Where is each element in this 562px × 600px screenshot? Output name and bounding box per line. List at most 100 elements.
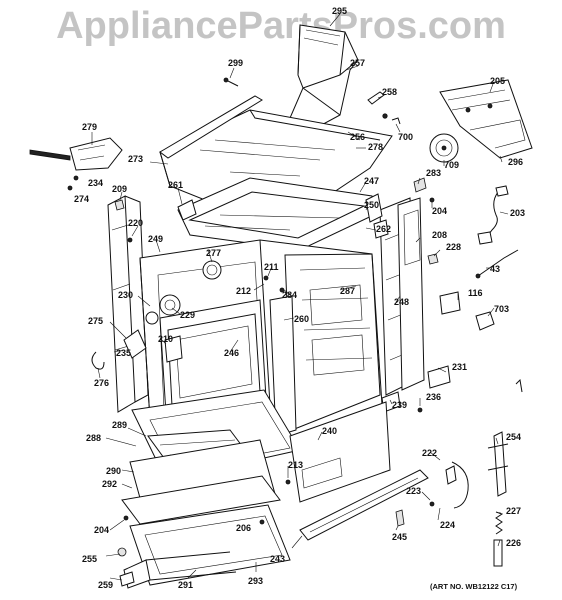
- part-label[interactable]: 226: [506, 538, 521, 548]
- harness-203[interactable]: [477, 185, 509, 245]
- clip-276[interactable]: [91, 351, 105, 370]
- port-277[interactable]: [202, 260, 222, 280]
- part-label[interactable]: 287: [340, 286, 355, 296]
- part-label[interactable]: 248: [394, 297, 409, 307]
- back-panel-205[interactable]: [439, 79, 533, 159]
- part-label[interactable]: 224: [440, 520, 455, 530]
- part-label[interactable]: 209: [112, 184, 127, 194]
- part-label[interactable]: 245: [392, 532, 407, 542]
- screw-245[interactable]: [395, 509, 405, 527]
- part-label[interactable]: 258: [382, 87, 397, 97]
- screw-236[interactable]: [417, 407, 423, 413]
- part-label[interactable]: 220: [128, 218, 143, 228]
- part-label[interactable]: 261: [168, 180, 183, 190]
- bracket-262[interactable]: [373, 219, 389, 239]
- drawer-292[interactable]: [121, 475, 281, 525]
- clip-700[interactable]: [391, 117, 401, 125]
- part-label[interactable]: 204: [432, 206, 447, 216]
- knob-275[interactable]: [123, 329, 147, 359]
- part-label[interactable]: 116: [468, 288, 483, 298]
- rail-243[interactable]: [299, 469, 429, 541]
- part-label[interactable]: 250: [364, 200, 379, 210]
- inner-top-247[interactable]: [177, 177, 381, 251]
- part-label[interactable]: 243: [270, 554, 285, 564]
- part-label[interactable]: 204: [94, 525, 109, 535]
- part-label[interactable]: 236: [426, 392, 441, 402]
- part-label[interactable]: 700: [398, 132, 413, 142]
- part-label[interactable]: 292: [102, 479, 117, 489]
- part-label[interactable]: 290: [106, 466, 121, 476]
- part-label[interactable]: 289: [112, 420, 127, 430]
- part-label[interactable]: 240: [322, 426, 337, 436]
- part-label[interactable]: 228: [446, 242, 461, 252]
- bracket-261[interactable]: [177, 199, 197, 221]
- part-label[interactable]: 284: [282, 290, 297, 300]
- part-label[interactable]: 288: [86, 433, 101, 443]
- screw-211[interactable]: [263, 275, 269, 281]
- screw-204-lower[interactable]: [123, 515, 129, 521]
- part-label[interactable]: 205: [490, 76, 505, 86]
- bracket-254[interactable]: [487, 431, 509, 497]
- block-116[interactable]: [439, 291, 461, 315]
- side-panel-left[interactable]: [107, 195, 149, 413]
- part-label[interactable]: 210: [158, 334, 173, 344]
- valve-210[interactable]: [164, 335, 183, 363]
- part-label[interactable]: 278: [368, 142, 383, 152]
- panel-208[interactable]: [397, 197, 425, 391]
- valve-279[interactable]: [29, 137, 123, 171]
- top-panel-278[interactable]: [159, 109, 393, 211]
- part-label[interactable]: 260: [294, 314, 309, 324]
- part-label[interactable]: 234: [88, 178, 103, 188]
- nut-283[interactable]: [413, 177, 427, 193]
- part-label[interactable]: 291: [178, 580, 193, 590]
- part-label[interactable]: 213: [288, 460, 303, 470]
- part-label[interactable]: 212: [236, 286, 251, 296]
- screw-223[interactable]: [429, 501, 435, 507]
- part-label[interactable]: 256: [350, 132, 365, 142]
- part-label[interactable]: 231: [452, 362, 467, 372]
- part-label[interactable]: 262: [376, 224, 391, 234]
- bracket-250[interactable]: [365, 193, 383, 223]
- part-label[interactable]: 295: [332, 6, 347, 16]
- part-label[interactable]: 274: [74, 194, 89, 204]
- part-label[interactable]: 283: [426, 168, 441, 178]
- part-label[interactable]: 276: [94, 378, 109, 388]
- part-label[interactable]: 43: [490, 264, 500, 274]
- part-label[interactable]: 273: [128, 154, 143, 164]
- clip-703[interactable]: [475, 311, 495, 331]
- wire-43[interactable]: [475, 249, 519, 279]
- part-label[interactable]: 206: [236, 523, 251, 533]
- screw-274[interactable]: [67, 185, 73, 191]
- disc-709[interactable]: [429, 133, 459, 163]
- part-label[interactable]: 275: [88, 316, 103, 326]
- screw-234[interactable]: [73, 175, 79, 181]
- part-label[interactable]: 211: [264, 262, 279, 272]
- screw-220[interactable]: [127, 237, 133, 243]
- kick-panel-240[interactable]: [289, 401, 391, 503]
- screw-299[interactable]: [223, 77, 239, 87]
- bracket-258[interactable]: [367, 91, 388, 119]
- nut-209[interactable]: [114, 199, 125, 211]
- part-label[interactable]: 239: [392, 400, 407, 410]
- part-label[interactable]: 296: [508, 157, 523, 167]
- part-label[interactable]: 229: [180, 310, 195, 320]
- part-label[interactable]: 254: [506, 432, 521, 442]
- hinge-222[interactable]: [445, 461, 469, 509]
- part-label[interactable]: 299: [228, 58, 243, 68]
- part-label[interactable]: 257: [350, 58, 365, 68]
- leveler-255[interactable]: [117, 547, 127, 557]
- part-label[interactable]: 247: [364, 176, 379, 186]
- part-label[interactable]: 293: [248, 576, 263, 586]
- part-label[interactable]: 709: [444, 160, 459, 170]
- part-label[interactable]: 277: [206, 248, 221, 258]
- stem-226[interactable]: [493, 539, 503, 567]
- screw-213[interactable]: [285, 479, 291, 485]
- strip-273[interactable]: [159, 95, 263, 159]
- part-label[interactable]: 279: [82, 122, 97, 132]
- part-label[interactable]: 235: [116, 348, 131, 358]
- rail-260[interactable]: [269, 295, 297, 437]
- leg-259[interactable]: [119, 571, 135, 587]
- part-label[interactable]: 222: [422, 448, 437, 458]
- part-label[interactable]: 227: [506, 506, 521, 516]
- spring-227[interactable]: [495, 511, 504, 535]
